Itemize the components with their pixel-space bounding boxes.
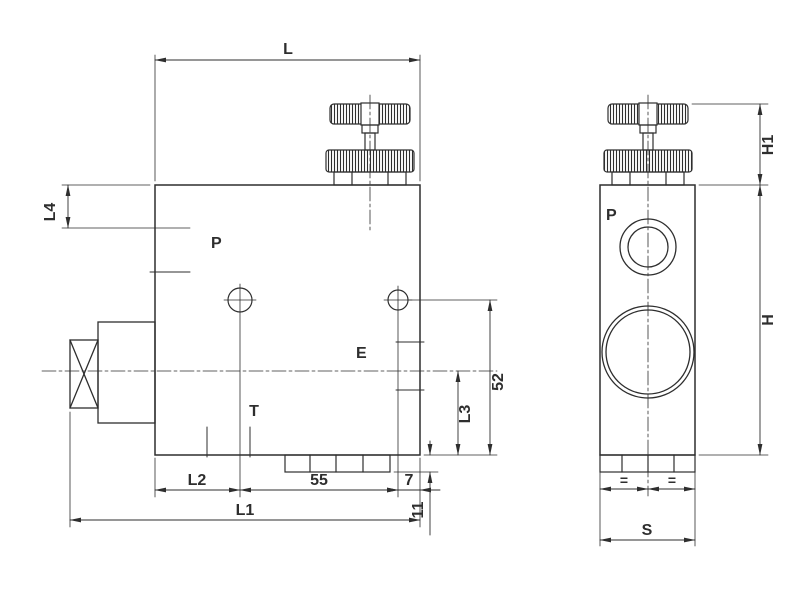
fitting-plug <box>69 339 99 409</box>
mounting-holes <box>223 287 413 313</box>
port-e-marks <box>395 341 425 391</box>
dim-label-11: 11 <box>410 501 427 518</box>
port-t-marks <box>206 426 251 458</box>
dim-label-H: H <box>760 314 777 326</box>
port-label-P-front: P <box>211 235 222 252</box>
drawing-art: L L4 P T E L2 55 7 L1 52 L3 11 P H1 H S … <box>41 41 777 547</box>
valve-body-front <box>154 184 421 456</box>
side-port-fitting <box>69 321 156 424</box>
front-view <box>41 54 498 536</box>
dim-label-55: 55 <box>310 472 328 489</box>
port-label-T: T <box>249 403 259 420</box>
dim-label-L4: L4 <box>42 203 59 222</box>
bottom-tabs-side <box>599 454 696 473</box>
dim-label-L2: L2 <box>188 472 207 489</box>
port-label-E: E <box>356 345 367 362</box>
dim-label-S: S <box>642 522 653 539</box>
equal-mark-left: = <box>620 472 628 488</box>
equal-mark-right: = <box>668 472 676 488</box>
dimensions-side <box>599 103 769 547</box>
fitting-plate <box>97 321 156 424</box>
dim-label-7: 7 <box>405 472 414 489</box>
dimensions-front <box>61 54 498 536</box>
dim-label-L1: L1 <box>236 502 255 519</box>
dim-label-H1: H1 <box>760 135 777 156</box>
dim-label-L3: L3 <box>457 405 474 424</box>
centerlines-front <box>41 94 498 372</box>
dim-label-L: L <box>283 41 293 58</box>
labels: L L4 P T E L2 55 7 L1 52 L3 11 P H1 H S … <box>42 41 777 539</box>
port-label-P-side: P <box>606 207 617 224</box>
side-view <box>599 94 769 547</box>
dim-label-52: 52 <box>490 373 507 391</box>
bottom-tabs-front <box>284 454 391 473</box>
